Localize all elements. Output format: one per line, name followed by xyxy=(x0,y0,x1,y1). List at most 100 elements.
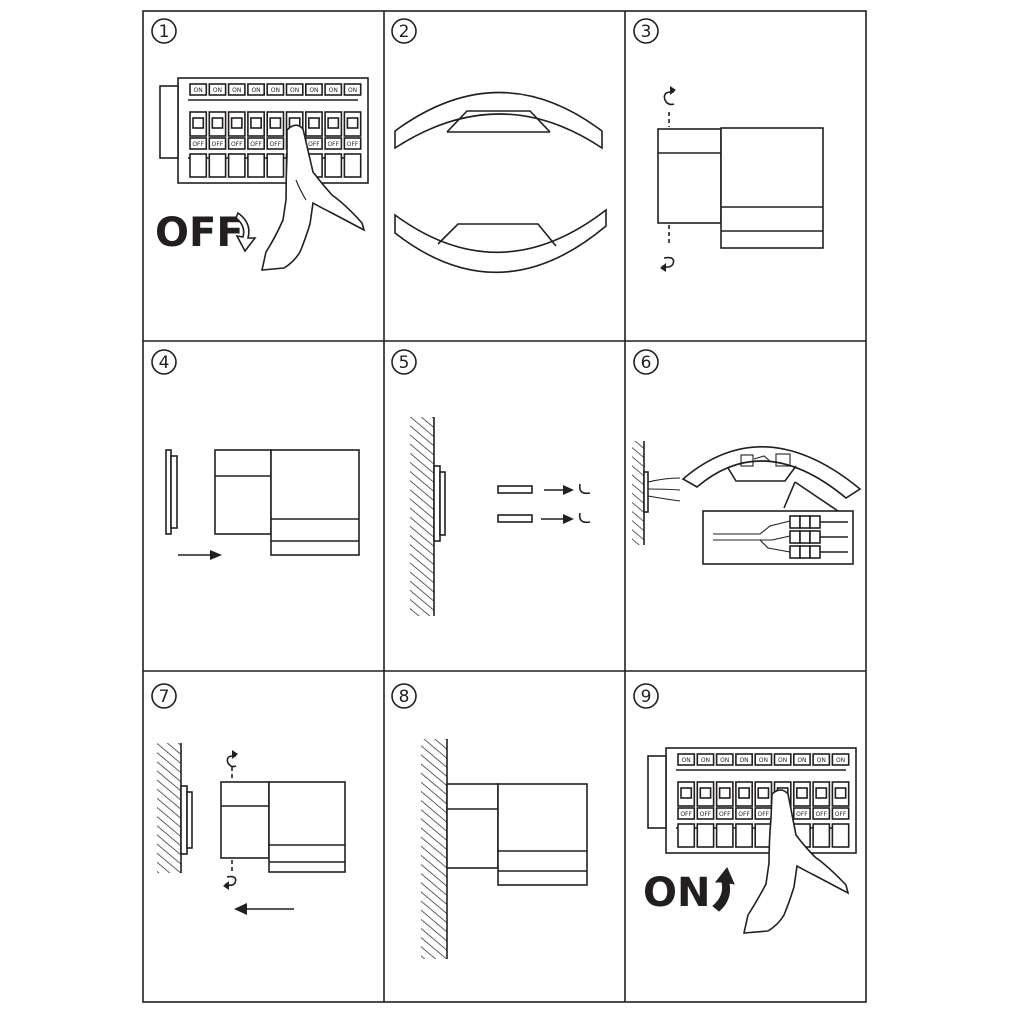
breaker-1-on-tag xyxy=(285,83,304,96)
breaker-9-off-tag xyxy=(696,807,715,820)
panel-1-switch-off: ONOFFONOFFONOFFONOFFONOFFONOFFONOFFONOFF… xyxy=(155,77,369,271)
panel-7-attach xyxy=(157,743,346,915)
breaker-9-on-tag xyxy=(773,753,792,766)
lamp-body xyxy=(720,127,824,249)
breaker-1-on-text: ON xyxy=(232,87,241,94)
step-badge-6: 6 xyxy=(633,349,659,375)
panel-2-shade-halves xyxy=(394,91,607,274)
breaker-panel-9: ONOFFONOFFONOFFONOFFONOFFONOFFONOFFONOFF… xyxy=(647,747,857,854)
panel-grid xyxy=(142,10,867,1003)
breaker-1-off-text: OFF xyxy=(270,141,282,148)
breaker-1-on-text: ON xyxy=(213,87,222,94)
wall-hatch xyxy=(410,417,434,616)
breaker-1-rail-end xyxy=(159,85,179,159)
breaker-9-on-tag xyxy=(696,753,715,766)
pointing-hand-icon xyxy=(260,124,366,271)
panel-4-remove-plate xyxy=(165,449,360,560)
shade-with-terminal xyxy=(681,446,862,499)
on-label: ON xyxy=(643,870,710,916)
breaker-9-on-text: ON xyxy=(797,757,806,764)
breaker-1-on-text: ON xyxy=(251,87,260,94)
breaker-9-off-tag xyxy=(812,807,831,820)
breaker-1-on-text: ON xyxy=(309,87,318,94)
breaker-9-off-text: OFF xyxy=(758,811,770,818)
mount-block xyxy=(657,128,722,224)
breaker-9-on-tag xyxy=(677,753,696,766)
breaker-1-on-text: ON xyxy=(194,87,203,94)
breaker-9-off-text: OFF xyxy=(835,811,847,818)
breaker-9-off-tag xyxy=(735,807,754,820)
breaker-1-on-tag xyxy=(343,83,362,96)
finger-crease xyxy=(295,179,307,201)
panel-6-wiring xyxy=(632,441,862,565)
lamp-body-7 xyxy=(268,781,346,873)
breaker-1-off-tag xyxy=(247,137,265,150)
breaker-9-on-text: ON xyxy=(739,757,748,764)
breaker-9-off-tag xyxy=(715,807,734,820)
breaker-1-off-tag xyxy=(227,137,246,150)
breaker-9-off-text: OFF xyxy=(815,811,827,818)
breaker-1-on-tag xyxy=(227,83,246,96)
breaker-9-off-text: OFF xyxy=(796,811,808,818)
breaker-9-off-tag xyxy=(831,807,850,820)
wall-plug-top xyxy=(497,483,591,495)
off-label: OFF xyxy=(155,210,244,256)
step-number-2: 2 xyxy=(399,22,410,42)
breaker-9-off-tag xyxy=(677,807,696,820)
breaker-1-on-tag xyxy=(266,83,285,96)
mount-block-4 xyxy=(214,449,272,535)
arrow-down-icon xyxy=(235,211,257,253)
step-badge-9: 9 xyxy=(633,683,659,709)
breaker-9-on-tag xyxy=(754,753,773,766)
breaker-9-on-text: ON xyxy=(836,757,845,764)
step-badge-3: 3 xyxy=(633,18,659,44)
breaker-9-on-tag xyxy=(715,753,734,766)
wall-hatch-6 xyxy=(632,441,644,545)
step-badge-5: 5 xyxy=(391,349,417,375)
lamp-body-4 xyxy=(270,449,360,556)
breaker-1-on-tag xyxy=(189,83,208,96)
step-badge-7: 7 xyxy=(151,683,177,709)
panel-9-switch-on: ONOFFONOFFONOFFONOFFONOFFONOFFONOFFONOFF… xyxy=(643,747,857,934)
breaker-1-on-text: ON xyxy=(329,87,338,94)
step-number-4: 4 xyxy=(159,353,170,373)
breaker-9-on-text: ON xyxy=(778,757,787,764)
breaker-1-off-text: OFF xyxy=(347,141,359,148)
breaker-1-on-tag xyxy=(247,83,265,96)
breaker-1-on-text: ON xyxy=(271,87,280,94)
step-badge-2: 2 xyxy=(391,18,417,44)
breaker-9-on-text: ON xyxy=(701,757,710,764)
breaker-1-off-text: OFF xyxy=(212,141,224,148)
breaker-9-off-text: OFF xyxy=(738,811,750,818)
screw-turn-top-icon-7 xyxy=(226,755,237,768)
breaker-1-off-text: OFF xyxy=(231,141,243,148)
breaker-9-off-tag xyxy=(792,807,811,820)
screw-turn-bottom-icon xyxy=(661,256,675,268)
breaker-panel-1: ONOFFONOFFONOFFONOFFONOFFONOFFONOFFONOFF… xyxy=(159,77,369,184)
breaker-1-off-text: OFF xyxy=(308,141,320,148)
breaker-1-on-text: ON xyxy=(290,87,299,94)
breaker-1-on-tag xyxy=(324,83,343,96)
step-number-8: 8 xyxy=(399,687,410,707)
breaker-9-on-tag xyxy=(792,753,811,766)
breaker-1-on-text: ON xyxy=(348,87,357,94)
breaker-1-off-tag xyxy=(266,137,285,150)
breaker-9-on-tag xyxy=(831,753,850,766)
breaker-9-on-tag xyxy=(812,753,831,766)
arrow-up-icon xyxy=(712,867,735,912)
breaker-1-off-tag xyxy=(208,137,227,150)
step-number-5: 5 xyxy=(399,353,410,373)
mount-block-7 xyxy=(220,781,270,859)
breaker-9-off-text: OFF xyxy=(719,811,731,818)
panel-8-installed xyxy=(421,739,588,959)
step-number-1: 1 xyxy=(159,22,170,42)
wall-hatch-7 xyxy=(157,743,181,873)
breaker-1-on-tag xyxy=(304,83,323,96)
breaker-9-on-text: ON xyxy=(759,757,768,764)
shade-bottom-half xyxy=(394,208,607,274)
breaker-9-on-text: ON xyxy=(817,757,826,764)
mounting-plate-5 xyxy=(433,465,441,542)
panel-5-plate-on-wall xyxy=(410,417,591,616)
step-number-7: 7 xyxy=(159,687,170,707)
